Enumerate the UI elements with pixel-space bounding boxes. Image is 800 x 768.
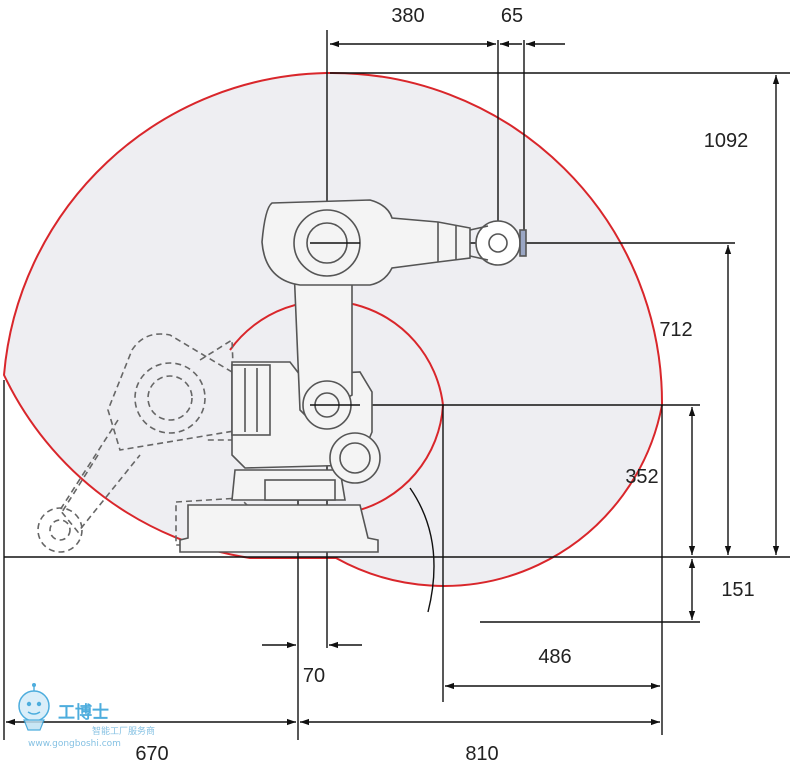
dim-label-151: 151 — [721, 579, 754, 601]
watermark-tagline: 智能工厂服务商 — [92, 725, 155, 737]
center-marks — [310, 242, 360, 406]
robot-base — [179, 504, 379, 553]
dim-label-70: 70 — [303, 665, 325, 687]
watermark-url: www.gongboshi.com — [28, 739, 121, 749]
dimension-labels: 380 65 1092 712 352 151 486 70 670 810 — [135, 5, 754, 765]
dim-label-1092: 1092 — [704, 130, 749, 152]
dim-label-486: 486 — [538, 646, 571, 668]
robot-ghost-pose — [37, 333, 263, 553]
inner-envelope — [229, 299, 445, 513]
dim-label-810: 810 — [465, 743, 498, 765]
dimension-lines — [6, 40, 780, 726]
dim-label-670: 670 — [135, 743, 168, 765]
watermark: 工博士 智能工厂服务商 www.gongboshi.com — [18, 683, 155, 749]
dim-label-352: 352 — [625, 466, 658, 488]
dim-label-65: 65 — [501, 5, 523, 27]
watermark-brand: 工博士 — [58, 702, 109, 723]
dim-label-712: 712 — [659, 319, 692, 341]
mascot-icon — [18, 683, 50, 731]
dim-label-380: 380 — [391, 5, 424, 27]
